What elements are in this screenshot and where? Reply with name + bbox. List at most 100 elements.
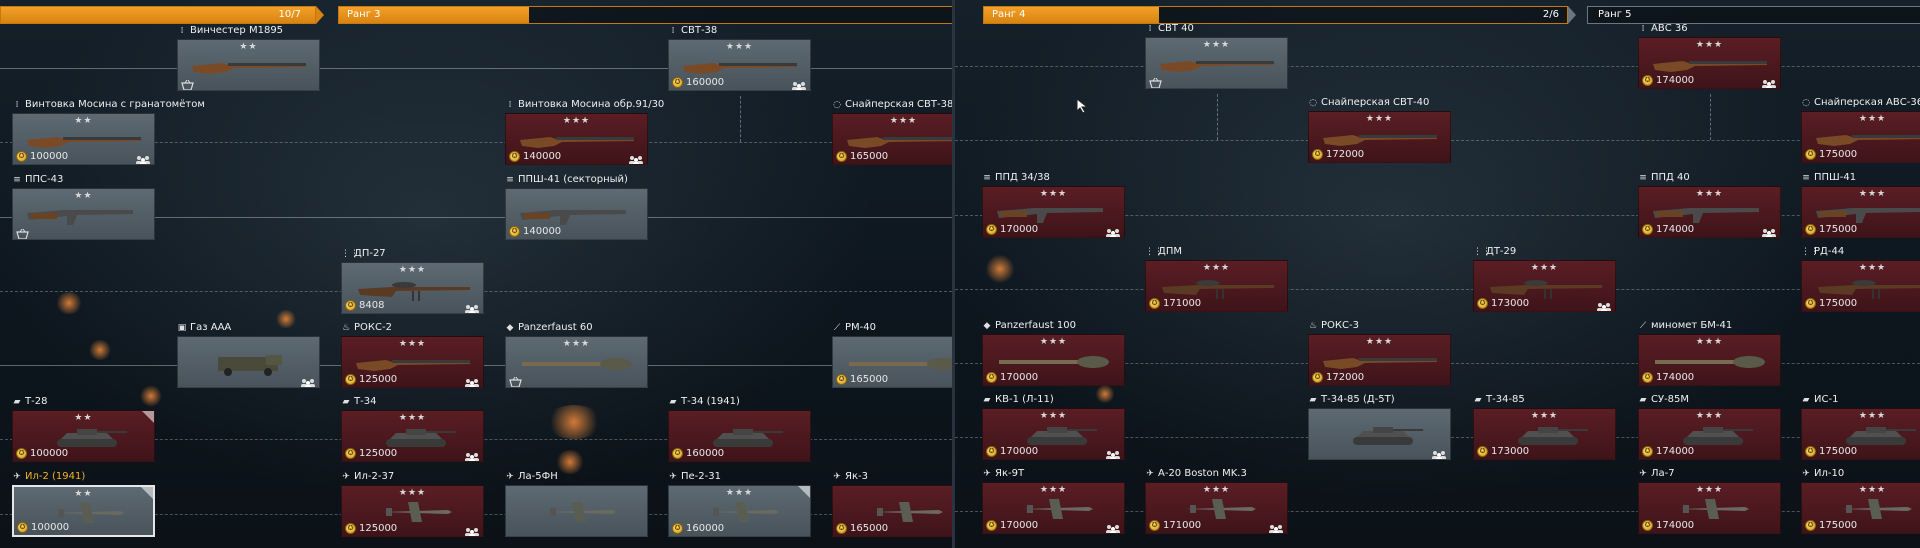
item-card-box[interactable]: ★★★✪175000: [1801, 482, 1920, 534]
item-name: Газ ААА: [190, 322, 232, 333]
item-card-box[interactable]: ★★★ ✪175000: [1801, 260, 1920, 312]
item-card-box[interactable]: ★★★✪170000: [982, 186, 1125, 238]
item-card-box[interactable]: ★★★✪175000: [1801, 408, 1920, 460]
item-card-box[interactable]: ★★★✪173000: [1473, 408, 1616, 460]
item-card-box[interactable]: ✪165000: [832, 336, 952, 388]
price-value: 125000: [359, 448, 398, 459]
item-card-box[interactable]: ★★★✪140000: [505, 113, 648, 165]
item-card-box[interactable]: ★★★✪170000: [982, 482, 1125, 534]
star-rating: ★★: [74, 489, 93, 499]
item-price: ✪175000: [1805, 298, 1857, 309]
coin-icon: ✪: [1477, 298, 1488, 309]
item-price: ✪165000: [836, 523, 888, 534]
launcher-artwork: [843, 349, 952, 377]
star-rating: ★★★: [1039, 411, 1068, 421]
item-name: Т-34-85 (Д-5Т): [1321, 394, 1395, 405]
item-card-box[interactable]: ★★✪100000: [12, 113, 155, 165]
item-card-box[interactable]: ★★★✪171000: [1145, 482, 1288, 534]
rank-next-label: Ранг 3: [347, 9, 381, 20]
item-price: ✪174000: [1642, 224, 1694, 235]
item-card-box[interactable]: ★★✪100000: [12, 410, 155, 462]
item-card-box[interactable]: ★★★: [505, 336, 648, 388]
item-card-box[interactable]: ★★★✪8408: [341, 262, 484, 314]
squad-icon: [1105, 446, 1121, 459]
item-card-box[interactable]: ✪140000: [505, 188, 648, 240]
item-name: РМ-40: [845, 322, 876, 333]
item-card-box[interactable]: ★★★ ✪170000: [982, 408, 1125, 460]
item-card-box[interactable]: ★★★✪160000: [668, 485, 811, 537]
basket-icon: [181, 76, 194, 90]
launcher-artwork: [993, 347, 1116, 375]
price-value: 171000: [1163, 520, 1202, 531]
item-name: Снайперская СВТ-38: [845, 99, 952, 110]
item-name: ППД 34/38: [995, 172, 1050, 183]
item-price: ✪172000: [1312, 372, 1364, 383]
item-card-box[interactable]: ★★★✪174000: [1638, 186, 1781, 238]
squad-icon: [1761, 224, 1777, 237]
item-name: РОКС-2: [354, 322, 392, 333]
item-card-box[interactable]: ✪160000: [668, 410, 811, 462]
coin-icon: ✪: [986, 372, 997, 383]
item-card-box[interactable]: ✪165000: [832, 485, 952, 537]
item-card-box[interactable]: ★★★✪175000: [1801, 186, 1920, 238]
item-card-box[interactable]: [1308, 408, 1451, 460]
item-card-title: ▰Т-34-85: [1473, 394, 1525, 405]
item-card-box[interactable]: ★★★✪173000: [1473, 260, 1616, 312]
item-price: ✪140000: [509, 151, 561, 162]
item-card-title: ✈Ла-7: [1638, 468, 1674, 479]
squad-icon: [1761, 75, 1777, 88]
star-rating: ★★★: [1039, 485, 1068, 495]
item-card-box[interactable]: ★★★✪174000: [1638, 482, 1781, 534]
item-card-box[interactable]: ★★: [177, 39, 320, 91]
item-name: Снайперская АВС-36: [1814, 97, 1920, 108]
item-name: СУ-85М: [1651, 394, 1690, 405]
rank-next-fill: [339, 7, 530, 23]
item-card-title: ▰ Т-34-85 (Д-5Т): [1308, 394, 1395, 405]
rank-arrow-icon: [316, 6, 324, 24]
price-value: 170000: [1000, 520, 1039, 531]
smg-icon: ≡: [13, 174, 21, 185]
price-value: 160000: [686, 523, 725, 534]
item-card-box[interactable]: ★★★✪172000: [1308, 111, 1451, 163]
item-card-box[interactable]: ★★★: [1145, 37, 1288, 89]
item-price: ✪175000: [1805, 149, 1857, 160]
item-card-box[interactable]: ★★★✪174000: [1638, 334, 1781, 386]
star-rating: ★★★: [725, 488, 754, 498]
coin-icon: ✪: [1477, 446, 1488, 457]
star-rating: ★★★: [1858, 263, 1887, 273]
item-card-box[interactable]: ★★★✪172000: [1308, 334, 1451, 386]
item-card-box[interactable]: ★★★✪125000: [341, 410, 484, 462]
item-card-box[interactable]: ★★★✪174000: [1638, 408, 1781, 460]
rank-next-segment: Ранг 5: [1587, 6, 1920, 24]
item-card-box[interactable]: ★★: [12, 188, 155, 240]
item-card-box[interactable]: [177, 336, 320, 388]
smg-artwork: [993, 199, 1116, 227]
item-card-box[interactable]: ★★★✪125000: [341, 485, 484, 537]
mg-artwork: [1812, 273, 1920, 301]
star-rating: ★★★: [1858, 114, 1887, 124]
item-name: Винтовка Мосина обр.91/30: [518, 99, 665, 110]
item-card-title: ◌ Снайперская АВС-36: [1801, 97, 1920, 108]
item-card-box[interactable]: ★★✪100000: [12, 485, 155, 537]
scope-icon: ◌: [1802, 97, 1810, 108]
mg-icon: ⋮⋮: [1801, 246, 1819, 257]
item-card-box[interactable]: ★★★✪170000: [982, 334, 1125, 386]
item-card-box[interactable]: ★★★✪160000: [668, 39, 811, 91]
tank-icon: ▰: [1309, 394, 1317, 405]
item-card-box[interactable]: ★★★✪165000: [832, 113, 952, 165]
plane-icon: ✈: [669, 471, 677, 482]
item-price: ✪174000: [1642, 520, 1694, 531]
item-card-box[interactable]: ★★★ ✪175000: [1801, 111, 1920, 163]
coin-icon: ✪: [836, 151, 847, 162]
item-price: ✪170000: [986, 446, 1038, 457]
item-price: ✪100000: [16, 151, 68, 162]
rank-progress-fill: [1, 7, 315, 23]
item-card-box[interactable]: ★★★✪125000: [341, 336, 484, 388]
item-card-box[interactable]: ★★★✪171000: [1145, 260, 1288, 312]
item-card-title: ▰Т-34 (1941): [668, 396, 740, 407]
coin-icon: ✪: [16, 151, 27, 162]
item-card-box[interactable]: ★★★✪174000: [1638, 37, 1781, 89]
smg-icon: ≡: [983, 172, 991, 183]
tank-icon: ▰: [669, 396, 677, 407]
item-card-box[interactable]: [505, 485, 648, 537]
